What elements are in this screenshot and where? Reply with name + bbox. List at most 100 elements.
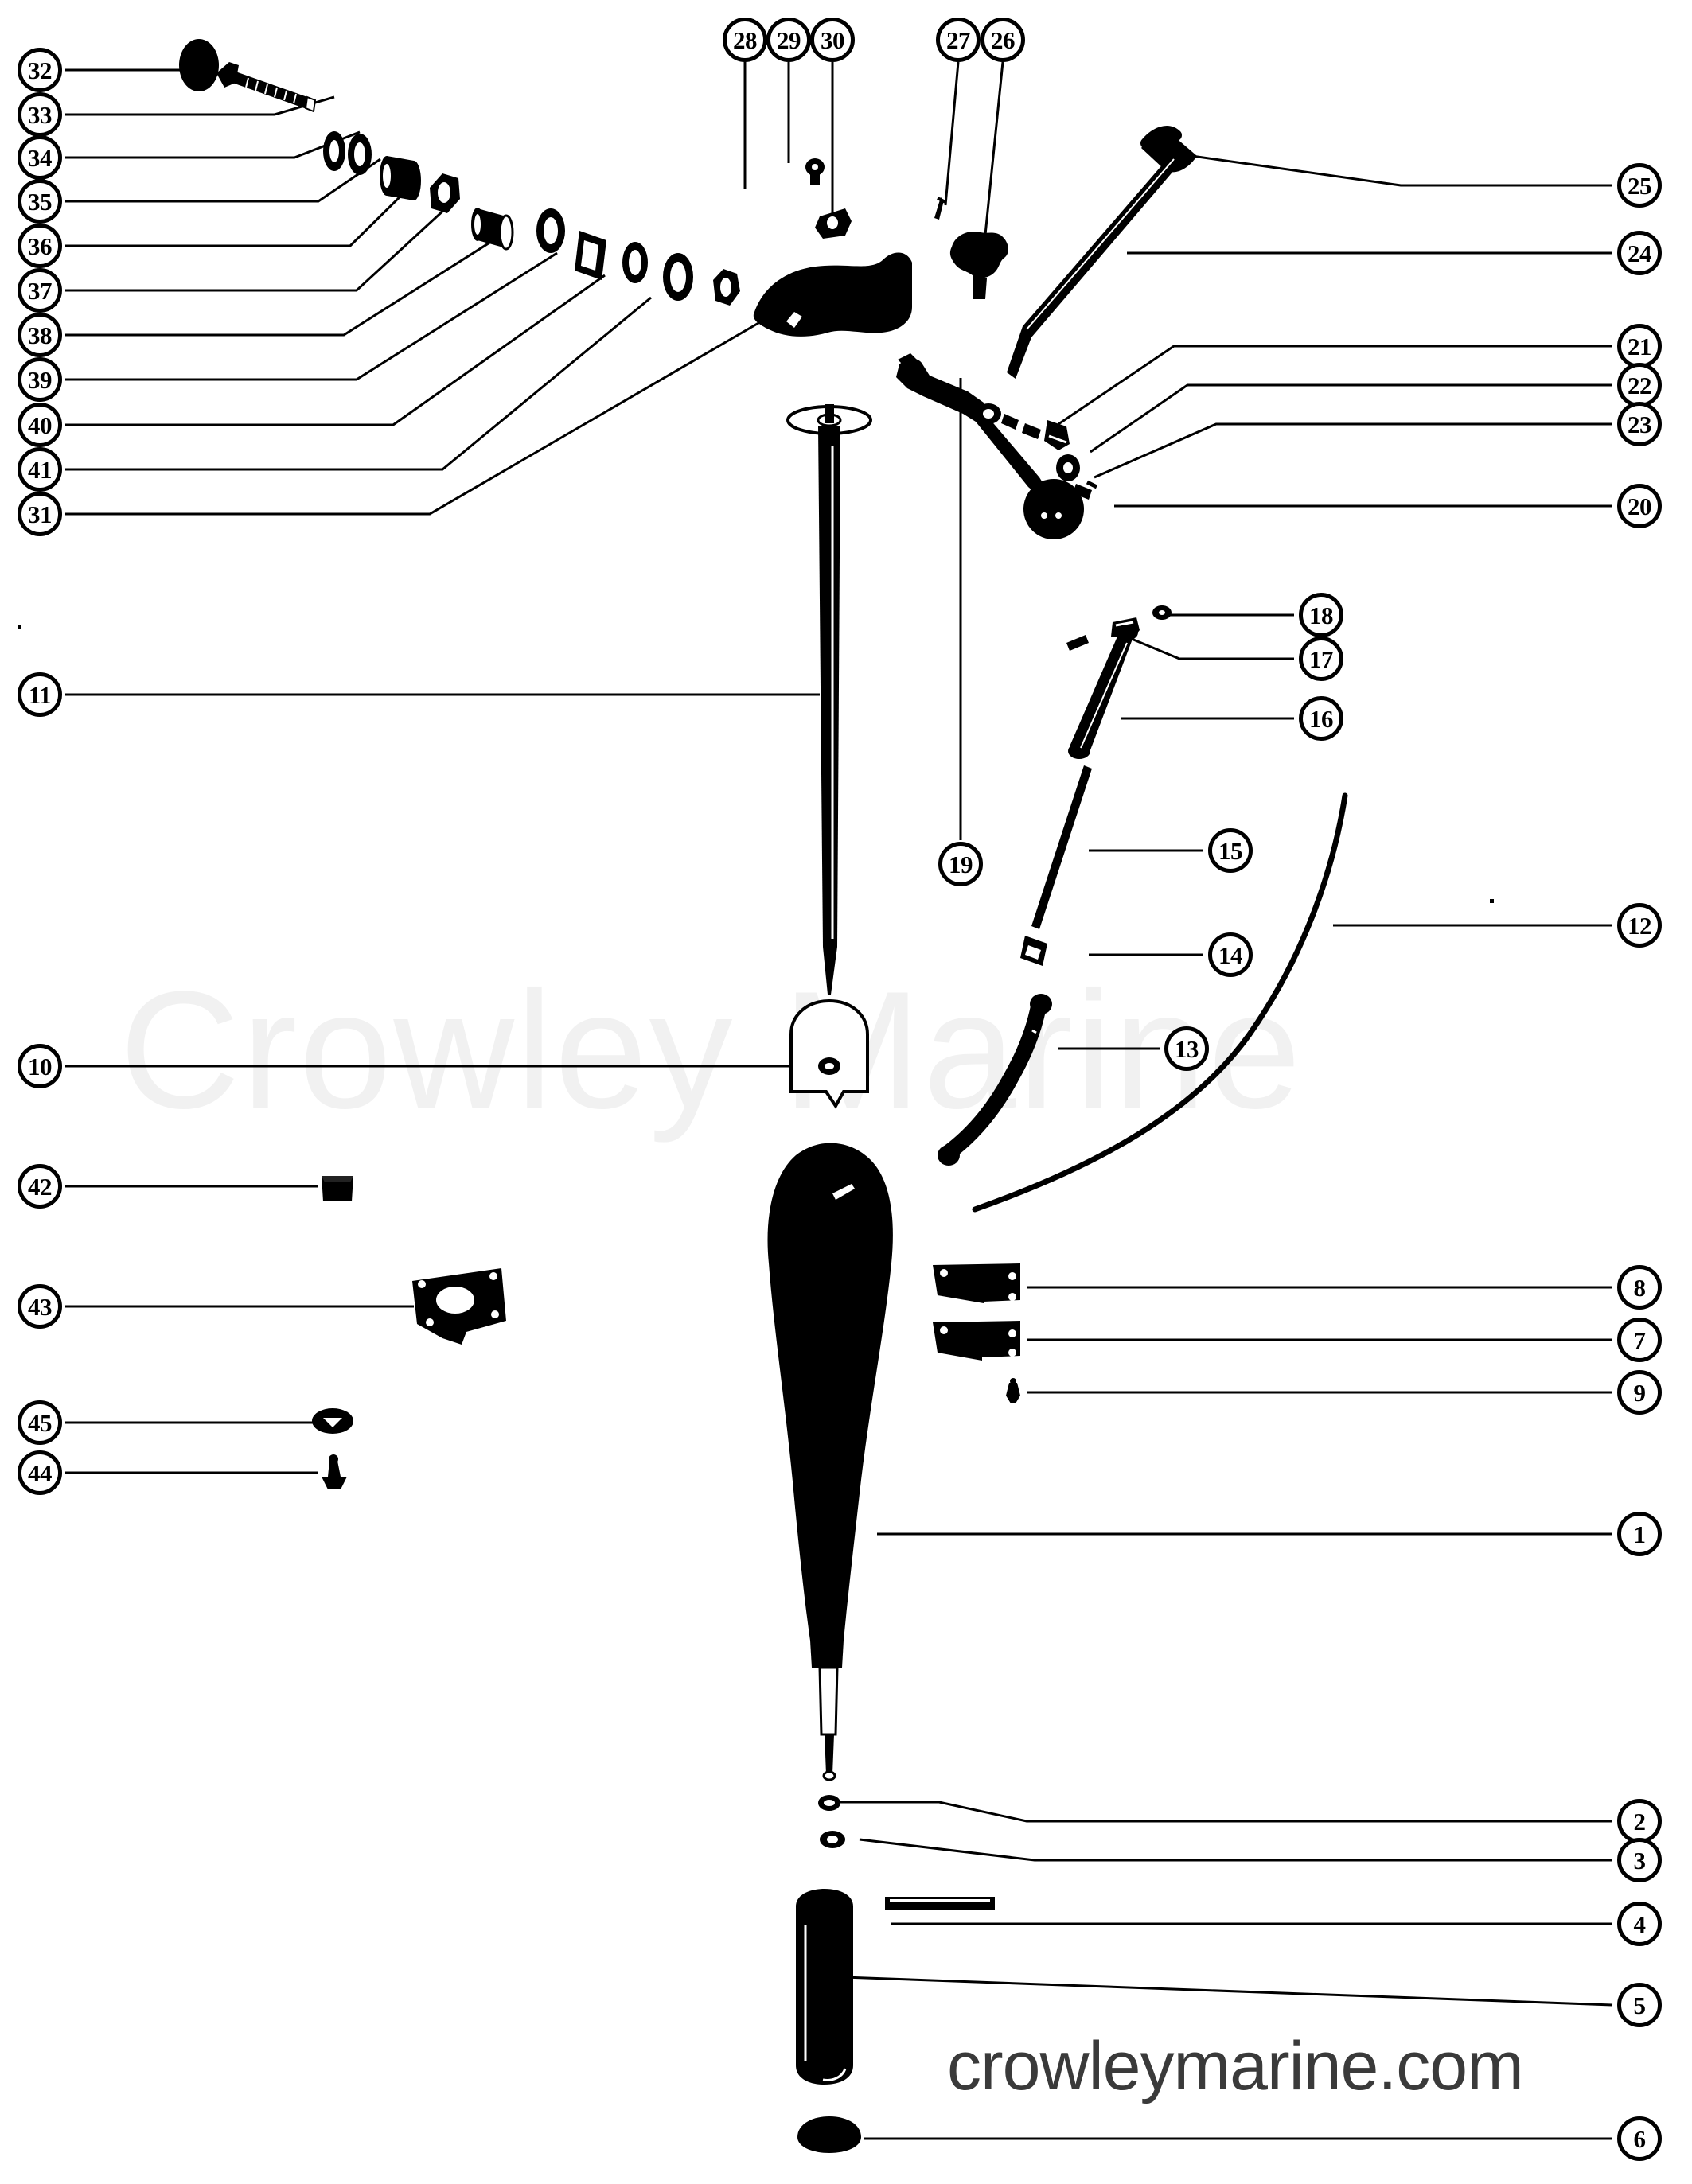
part-cap-plug <box>179 39 219 91</box>
part-clamp-plate-upper <box>933 1263 1020 1303</box>
callout-bubble-31[interactable]: 31 <box>18 492 62 536</box>
callout-bubble-8[interactable]: 8 <box>1617 1265 1662 1310</box>
callout-bubble-42[interactable]: 42 <box>18 1164 62 1209</box>
callout-bubble-44[interactable]: 44 <box>18 1450 62 1495</box>
callout-bubble-43[interactable]: 43 <box>18 1284 62 1329</box>
callout-bubble-45[interactable]: 45 <box>18 1400 62 1445</box>
part-washer-pair <box>323 131 372 175</box>
callout-bubble-28[interactable]: 28 <box>723 18 767 62</box>
callout-bubble-14[interactable]: 14 <box>1208 932 1253 977</box>
callout-bubble-22[interactable]: 22 <box>1617 363 1662 407</box>
callout-label: 32 <box>28 56 53 84</box>
part-washer-small <box>622 242 648 283</box>
callout-bubble-40[interactable]: 40 <box>18 403 62 447</box>
callout-bubble-4[interactable]: 4 <box>1617 1902 1662 1946</box>
part-shaft-bracket <box>789 999 869 1109</box>
part-cam-follower <box>949 231 1008 299</box>
callout-label: 15 <box>1218 836 1243 865</box>
callout-bubble-27[interactable]: 27 <box>936 18 981 62</box>
callout-bubble-33[interactable]: 33 <box>18 92 62 137</box>
callout-label: 13 <box>1175 1034 1199 1063</box>
callout-bubble-18[interactable]: 18 <box>1299 593 1343 637</box>
callout-label: 5 <box>1633 1991 1647 2019</box>
callout-bubble-16[interactable]: 16 <box>1299 696 1343 741</box>
callout-bubble-21[interactable]: 21 <box>1617 324 1662 368</box>
callout-bubble-36[interactable]: 36 <box>18 224 62 268</box>
callout-bubble-6[interactable]: 6 <box>1617 2116 1662 2161</box>
callout-bubble-7[interactable]: 7 <box>1617 1318 1662 1362</box>
brand-url: crowleymarine.com <box>947 2028 1524 2104</box>
part-spring-clip <box>1044 420 1070 450</box>
callout-label: 43 <box>28 1292 53 1321</box>
callout-bubble-41[interactable]: 41 <box>18 447 62 492</box>
part-cotter-pin <box>934 197 946 220</box>
registration-mark <box>18 625 21 629</box>
part-bushing-square <box>322 1176 353 1201</box>
callout-bubble-17[interactable]: 17 <box>1299 637 1343 681</box>
part-plug-cap <box>322 1454 347 1489</box>
callout-label: 34 <box>28 143 53 172</box>
callout-label: 28 <box>733 25 758 54</box>
part-washer <box>536 208 565 253</box>
part-throttle-shaft <box>1031 765 1092 929</box>
part-grip-pin <box>1066 635 1089 651</box>
callout-bubble-11[interactable]: 11 <box>18 672 62 717</box>
callout-bubble-29[interactable]: 29 <box>766 18 811 62</box>
callout-label: 2 <box>1633 1807 1647 1836</box>
callout-bubble-35[interactable]: 35 <box>18 179 62 224</box>
callout-label: 26 <box>991 25 1016 54</box>
callout-bubble-23[interactable]: 23 <box>1617 402 1662 446</box>
callout-label: 23 <box>1628 410 1652 438</box>
callout-bubble-20[interactable]: 20 <box>1617 484 1662 528</box>
callout-label: 16 <box>1309 704 1334 733</box>
callout-label: 1 <box>1633 1520 1647 1548</box>
callout-label: 9 <box>1633 1378 1647 1407</box>
callout-bubble-26[interactable]: 26 <box>981 18 1025 62</box>
part-handle-grip <box>1140 126 1197 173</box>
callout-bubble-5[interactable]: 5 <box>1617 1983 1662 2027</box>
part-o-ring <box>818 1795 840 1811</box>
callout-bubble-39[interactable]: 39 <box>18 357 62 402</box>
leader-lines <box>65 61 1613 2140</box>
callout-bubble-15[interactable]: 15 <box>1208 828 1253 873</box>
callout-bubble-2[interactable]: 2 <box>1617 1799 1662 1843</box>
callout-bubble-30[interactable]: 30 <box>810 18 855 62</box>
callout-bubble-25[interactable]: 25 <box>1617 163 1662 208</box>
callout-bubble-13[interactable]: 13 <box>1164 1026 1209 1071</box>
part-bushing <box>380 156 421 200</box>
callout-label: 21 <box>1628 332 1652 360</box>
callout-bubble-9[interactable]: 9 <box>1617 1370 1662 1415</box>
callout-label: 19 <box>949 850 973 878</box>
callout-label: 27 <box>946 25 971 54</box>
callout-bubble-34[interactable]: 34 <box>18 135 62 180</box>
callout-label: 39 <box>28 365 53 394</box>
callout-bubble-12[interactable]: 12 <box>1617 903 1662 948</box>
callout-label: 38 <box>28 321 53 349</box>
callout-label: 14 <box>1218 940 1243 969</box>
callout-bubble-32[interactable]: 32 <box>18 48 62 92</box>
callout-bubble-1[interactable]: 1 <box>1617 1512 1662 1556</box>
part-collar <box>1020 936 1047 966</box>
callout-bubble-24[interactable]: 24 <box>1617 231 1662 275</box>
part-swivel-bracket <box>753 252 912 337</box>
callout-bubble-3[interactable]: 3 <box>1617 1838 1662 1882</box>
callout-bubble-19[interactable]: 19 <box>938 842 983 886</box>
callout-label: 31 <box>28 500 53 528</box>
callout-label: 11 <box>28 680 52 709</box>
callout-label: 37 <box>28 276 53 305</box>
callout-label: 25 <box>1628 171 1652 200</box>
part-gasket-plate <box>575 231 606 280</box>
callout-label: 42 <box>28 1172 53 1201</box>
callout-label: 4 <box>1633 1910 1647 1938</box>
part-spacer-sleeve <box>471 208 514 251</box>
part-steering-shaft <box>786 404 872 995</box>
callout-label: 3 <box>1633 1846 1647 1875</box>
part-tiller-handle <box>767 1143 893 1781</box>
registration-mark-right <box>1490 899 1494 903</box>
callout-bubble-37[interactable]: 37 <box>18 268 62 313</box>
part-nut-hex <box>663 253 693 301</box>
callout-bubble-10[interactable]: 10 <box>18 1044 62 1088</box>
callout-bubble-38[interactable]: 38 <box>18 313 62 357</box>
part-screw <box>1006 1378 1020 1403</box>
